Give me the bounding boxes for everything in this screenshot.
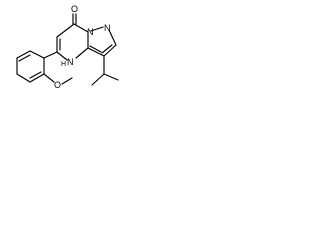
- carbonyl-bond: [72, 13, 77, 25]
- ring-nh-hydrogen-label: H: [61, 61, 66, 68]
- aryl-bond: [43, 51, 58, 59]
- ring-nitrogen-top-label: N: [87, 27, 94, 37]
- pyrazole-ring: [87, 26, 117, 57]
- phenyl-ring: [16, 50, 45, 83]
- methoxy-oxygen-label: O: [54, 80, 61, 90]
- pyrimidinone-ring: [56, 23, 89, 61]
- ring-nitrogen-right-label: N: [104, 23, 111, 33]
- isopropyl-group: [91, 55, 119, 86]
- carbonyl-oxygen-label: O: [71, 4, 78, 14]
- ring-nh-nitrogen-label: N: [67, 57, 74, 67]
- methoxy-group: [43, 73, 73, 85]
- chemical-structure: O N N N H O: [16, 4, 119, 90]
